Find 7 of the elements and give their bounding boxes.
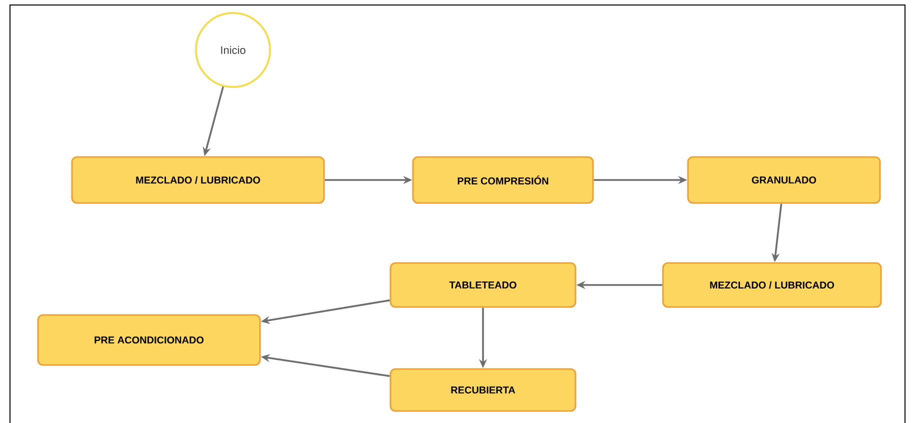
process-box: GRANULADO (687, 156, 881, 204)
process-box: PRE ACONDICIONADO (37, 314, 261, 366)
process-box: MEZCLADO / LUBRICADO (71, 156, 325, 204)
process-box: MEZCLADO / LUBRICADO (662, 262, 882, 308)
process-box: PRE COMPRESIÓN (412, 156, 594, 204)
process-box: TABLETEADO (390, 262, 576, 308)
process-box: RECUBIERTA (390, 368, 576, 412)
